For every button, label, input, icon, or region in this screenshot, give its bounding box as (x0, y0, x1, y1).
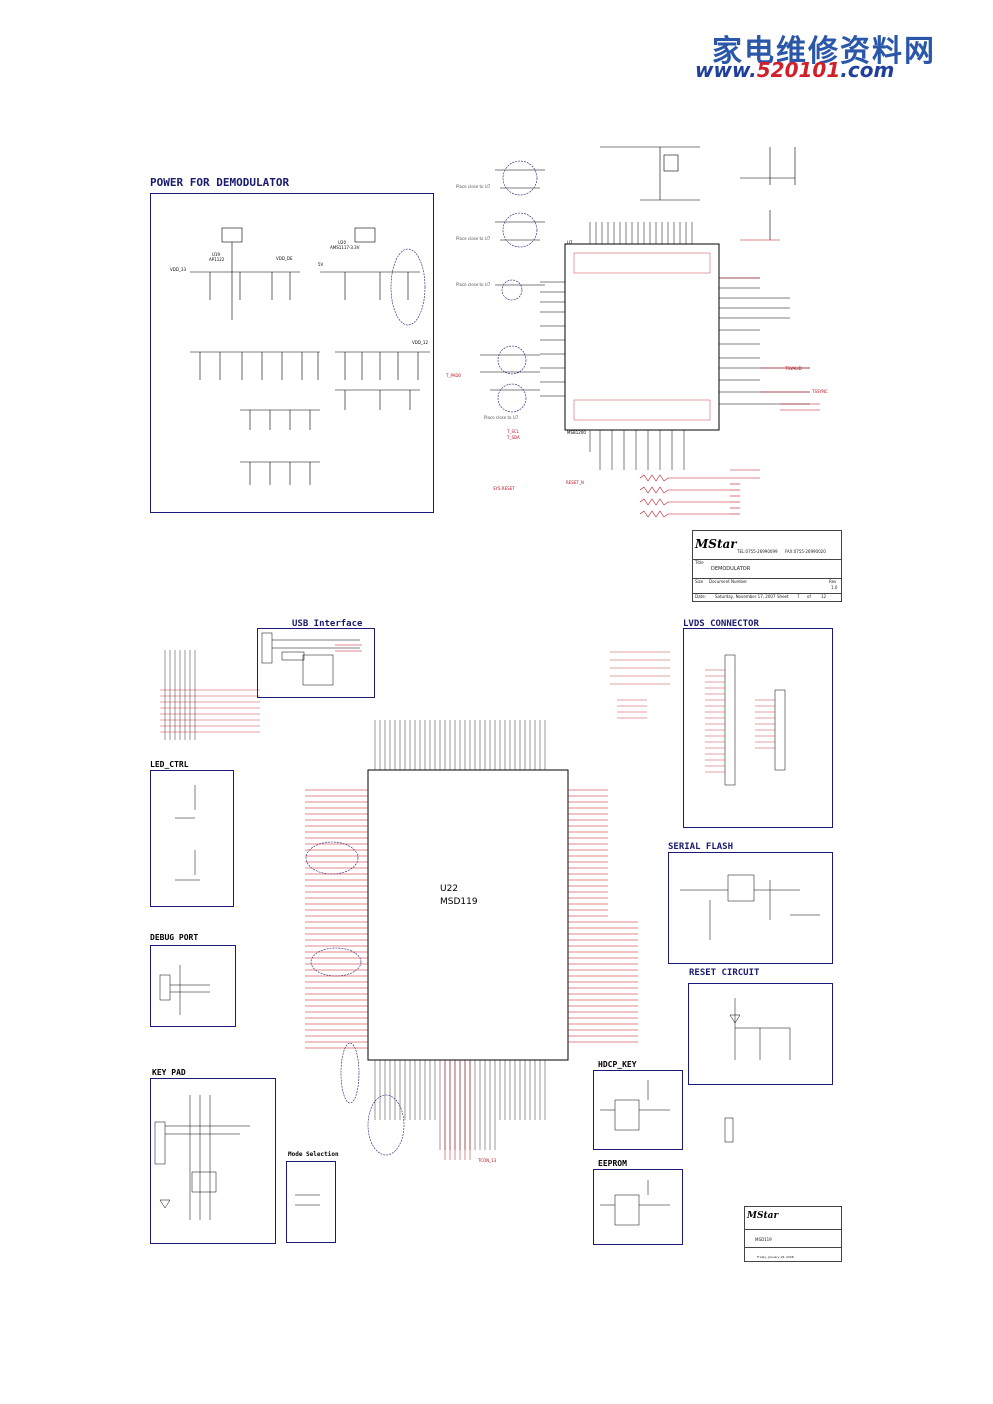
mode-section-box (286, 1161, 336, 1243)
section-lvds-title: LVDS CONNECTOR (683, 619, 759, 629)
net-sys-reset: SYS.RESET (493, 486, 515, 491)
net-t-sda: T_SDA (507, 435, 520, 440)
main-chip-ref: U22 (440, 884, 459, 894)
section-power-title: POWER FOR DEMODULATOR (150, 176, 290, 189)
note-place-close-3: Place close to U7 (456, 282, 491, 287)
title-block-2: MStar MSD119 Friday, January 18, 2008 (744, 1206, 842, 1262)
power-section-box (150, 193, 434, 513)
title-block-1-sheet-label: Sheet (777, 594, 789, 599)
section-serial-flash-title: SERIAL FLASH (668, 842, 734, 852)
title-block-1-size-label: Size (695, 579, 704, 584)
title-block-1-fax: FAX:0755-26990020 (785, 549, 826, 554)
reset-section-box (688, 983, 833, 1085)
net-t-pad: T_PAD0 (446, 373, 461, 378)
title-block-2-logo: MStar (747, 1211, 779, 1221)
title-block-1-rev: 1.0 (831, 585, 838, 590)
section-led-title: LED_CTRL (150, 760, 189, 769)
title-block-1-doc-label: Document Number (709, 579, 748, 584)
title-block-1-sheet: 7 (797, 594, 800, 599)
watermark-url-number: 520101 (756, 58, 841, 82)
demod-chip-body (564, 243, 720, 431)
eeprom-section-box (593, 1169, 683, 1245)
regulator1-part: AP1122 (209, 257, 225, 262)
title-block-2-date: Friday, January 18, 2008 (757, 1255, 794, 1259)
net-5v: 5V (318, 262, 324, 267)
note-place-close-4: Place close to U7 (484, 415, 519, 420)
section-mode-title: Mode Selection (288, 1151, 339, 1158)
net-reset-n: RESET_N (566, 480, 584, 485)
regulator2-part: AMS1117-3.3V (330, 245, 360, 250)
title-block-1-title: DEMODULATOR (711, 566, 751, 572)
net-vdd33-power: VDD_33 (170, 267, 186, 272)
usb-section-box (257, 628, 375, 698)
net-tssync: TSSYNC (812, 389, 828, 394)
net-tsvalid: TSVALID (785, 366, 802, 371)
title-block-1-tel: TEL:0755-26990099 (737, 549, 778, 554)
section-hdcp-title: HDCP_KEY (598, 1060, 637, 1069)
title-block-2-title: MSD119 (755, 1237, 772, 1242)
debug-section-box (150, 945, 236, 1027)
title-block-1: MStar TEL:0755-26990099 FAX:0755-2699002… (692, 530, 842, 602)
led-section-box (150, 770, 234, 907)
net-vdd-de: VDD_DE (276, 256, 293, 261)
lvds-section-box (683, 628, 833, 828)
watermark-url-prefix: www. (695, 58, 757, 82)
net-t-scl: T_SCL (507, 429, 520, 434)
title-block-1-of-label: of (807, 594, 811, 599)
keypad-section-box (150, 1078, 276, 1244)
regulator1-ref: U19 (212, 252, 221, 257)
main-chip-part: MSD119 (440, 897, 478, 907)
section-debug-title: DEBUG PORT (150, 933, 199, 942)
title-block-1-of: 12 (821, 594, 827, 599)
note-place-close-1: Place close to U7 (456, 184, 491, 189)
section-eeprom-title: EEPROM (598, 1159, 627, 1168)
section-keypad-title: KEY PAD (152, 1068, 186, 1077)
watermark-url-suffix: .com (840, 58, 895, 82)
serial-flash-section-box (668, 852, 833, 964)
section-usb-title: USB Interface (292, 619, 363, 629)
regulator2-ref: U20 (338, 240, 347, 245)
title-block-1-date: Saturday, November 17, 2007 (715, 594, 776, 599)
net-vdd12-power: VDD_12 (412, 340, 428, 345)
title-block-1-title-label: Title (695, 560, 704, 565)
title-block-1-date-label: Date: (695, 594, 706, 599)
title-block-1-rev-label: Rev (829, 579, 837, 584)
hdcp-section-box (593, 1070, 683, 1150)
demod-chip-part: MSB1200 (567, 430, 586, 435)
main-chip-body (367, 769, 569, 1061)
watermark-url: www.520101.com (695, 58, 894, 82)
demod-chip-ref: U7 (567, 240, 573, 245)
net-tcon: TCON_13 (478, 1158, 497, 1163)
section-reset-title: RESET CIRCUIT (689, 968, 760, 978)
title-block-1-logo: MStar (695, 537, 737, 551)
note-place-close-2: Place close to U7 (456, 236, 491, 241)
watermark-title: 家电维修资料网 (712, 34, 936, 69)
